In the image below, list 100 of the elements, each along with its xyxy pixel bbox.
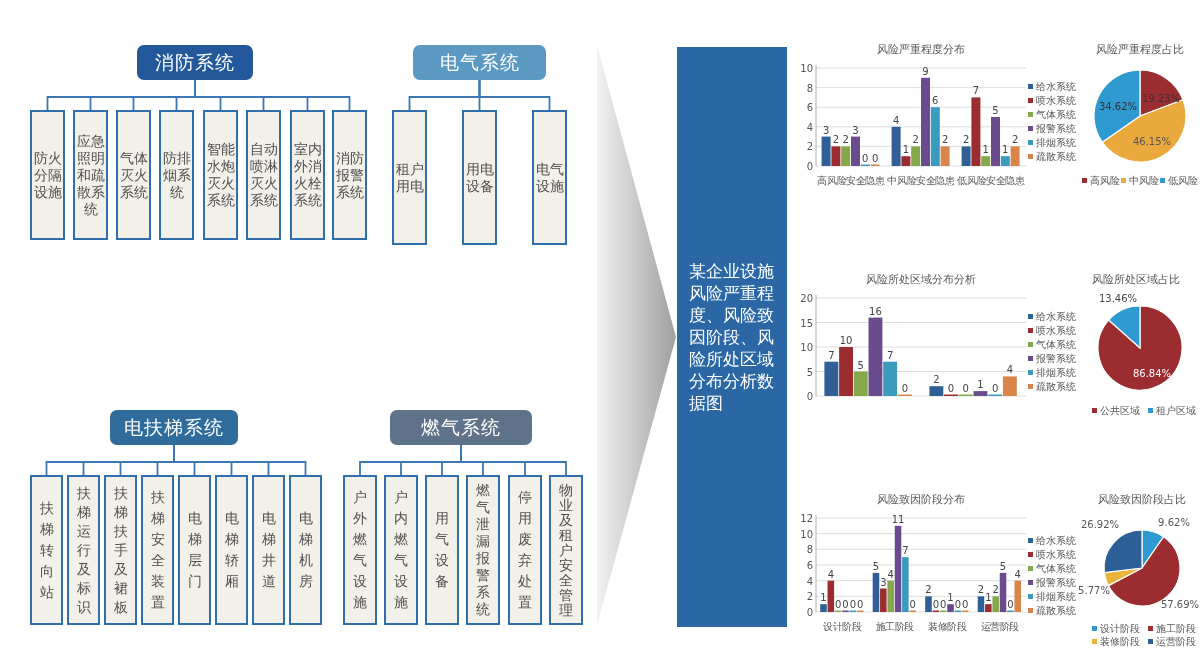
- data-label: 0: [871, 152, 879, 164]
- data-label: 5: [872, 560, 880, 572]
- subsystem-label: 电梯层门: [187, 509, 202, 591]
- data-label: 0: [991, 382, 999, 394]
- data-label: 3: [852, 124, 859, 136]
- axis-tick-label: 20: [800, 292, 813, 304]
- data-label: 7: [972, 85, 980, 97]
- chart-title: 风险所处区域占比: [1092, 273, 1180, 287]
- data-label: 0: [835, 598, 842, 610]
- data-label: 9: [922, 65, 929, 77]
- legend-label: 报警系统: [1036, 576, 1076, 588]
- category-label: 装修阶段: [928, 620, 967, 632]
- axis-tick-label: 8: [806, 82, 813, 94]
- data-label: 2: [933, 374, 940, 386]
- data-label: 0: [940, 598, 947, 610]
- legend-label: 租户区域: [1156, 404, 1196, 416]
- data-label: 0: [901, 382, 909, 394]
- axis-tick-label: 5: [806, 366, 813, 377]
- data-label: 2: [962, 134, 970, 146]
- legend-label: 喷水系统: [1036, 324, 1076, 336]
- subsystem-box: [203, 110, 238, 240]
- data-label: 0: [857, 598, 864, 610]
- category-label: 中风险安全隐患: [887, 174, 955, 186]
- legend-label: 喷水系统: [1036, 548, 1076, 560]
- data-label: 0: [954, 598, 962, 610]
- percentage-label: 19.23%: [1141, 92, 1181, 104]
- axis-tick-label: 8: [806, 543, 813, 555]
- subsystem-label: 自动喷淋灭火系统: [249, 141, 278, 209]
- legend-label: 给水系统: [1036, 534, 1076, 546]
- axis-tick-label: 0: [806, 390, 813, 402]
- chart-title: 风险致因阶段占比: [1098, 493, 1186, 507]
- subsystem-label: 停用废弃处置: [517, 488, 533, 612]
- subsystem-box: [67, 475, 100, 625]
- percentage-label: 46.15%: [1132, 135, 1172, 147]
- data-label: 4: [1014, 568, 1021, 580]
- data-label: 0: [962, 598, 969, 610]
- axis-tick-label: 6: [806, 559, 813, 571]
- subsystem-label: 扶梯扶手及裙板: [113, 483, 128, 617]
- subsystem-box: [116, 110, 151, 240]
- subsystem-box: [30, 110, 65, 240]
- data-label: 4: [892, 114, 900, 126]
- data-label: 2: [1011, 134, 1019, 146]
- system-header: [413, 45, 546, 80]
- legend-label: 气体系统: [1036, 562, 1076, 574]
- subsystem-label: 电梯机房: [298, 509, 313, 591]
- data-label: 4: [1006, 364, 1014, 376]
- subsystem-box: [462, 110, 497, 245]
- category-label: 设计阶段: [823, 620, 862, 632]
- percentage-label: 57.69%: [1160, 598, 1200, 610]
- legend-label: 气体系统: [1036, 108, 1076, 120]
- legend-label: 运营阶段: [1156, 635, 1196, 647]
- subsystem-label: 电梯井道: [261, 509, 276, 591]
- axis-tick-label: 10: [800, 62, 813, 74]
- category-label: 低风险安全隐患: [957, 174, 1025, 186]
- data-label: 0: [849, 598, 857, 610]
- data-label: 11: [891, 513, 905, 525]
- subsystem-box: [384, 475, 418, 625]
- subsystem-label: 防火分隔设施: [33, 149, 62, 201]
- system-header: [137, 45, 253, 80]
- percentage-label: 13.46%: [1098, 292, 1138, 304]
- subsystem-box: [392, 110, 427, 245]
- percentage-label: 86.84%: [1132, 367, 1172, 379]
- subsystem-box: [343, 475, 377, 625]
- subsystem-label: 智能水炮灭火系统: [206, 141, 235, 209]
- subsystem-label: 气体灭火系统: [119, 149, 148, 201]
- legend-label: 施工阶段: [1156, 622, 1196, 634]
- axis-tick-label: 6: [806, 101, 813, 113]
- system-header: [110, 410, 238, 445]
- legend-label: 疏散系统: [1036, 380, 1076, 392]
- category-label: 高风险安全隐患: [817, 174, 885, 186]
- subsystem-box: [252, 475, 285, 625]
- subsystem-label: 消防报警系统: [335, 149, 364, 201]
- legend-label: 中风险: [1129, 174, 1159, 186]
- subsystem-label: 户外燃气设施: [352, 488, 368, 612]
- data-label: 5: [857, 359, 864, 371]
- system-title: 燃气系统: [421, 414, 501, 440]
- data-label: 2: [912, 134, 919, 146]
- data-label: 4: [827, 568, 834, 580]
- legend-label: 排烟系统: [1036, 136, 1076, 148]
- legend-label: 装修阶段: [1100, 635, 1140, 647]
- system-title: 电扶梯系统: [124, 414, 224, 440]
- subsystem-box: [290, 110, 325, 240]
- subsystem-label: 扶梯转向站: [39, 498, 54, 602]
- subsystem-box: [73, 110, 108, 240]
- subsystem-label: 室内外消火栓系统: [293, 141, 322, 209]
- data-label: 16: [869, 305, 882, 317]
- data-label: 7: [902, 545, 909, 557]
- axis-tick-label: 2: [806, 590, 813, 602]
- data-label: 1: [985, 592, 992, 604]
- data-label: 3: [822, 124, 830, 136]
- data-label: 0: [842, 598, 849, 610]
- subsystem-box: [425, 475, 459, 625]
- legend-label: 报警系统: [1036, 122, 1076, 134]
- category-label: 运营阶段: [980, 620, 1019, 632]
- data-label: 10: [839, 335, 853, 346]
- subsystem-box: [332, 110, 367, 240]
- axis-tick-label: 4: [806, 575, 813, 587]
- subsystem-box: [532, 110, 567, 245]
- subsystem-label: 物业及租户安全管理: [558, 482, 574, 618]
- data-label: 1: [947, 592, 954, 604]
